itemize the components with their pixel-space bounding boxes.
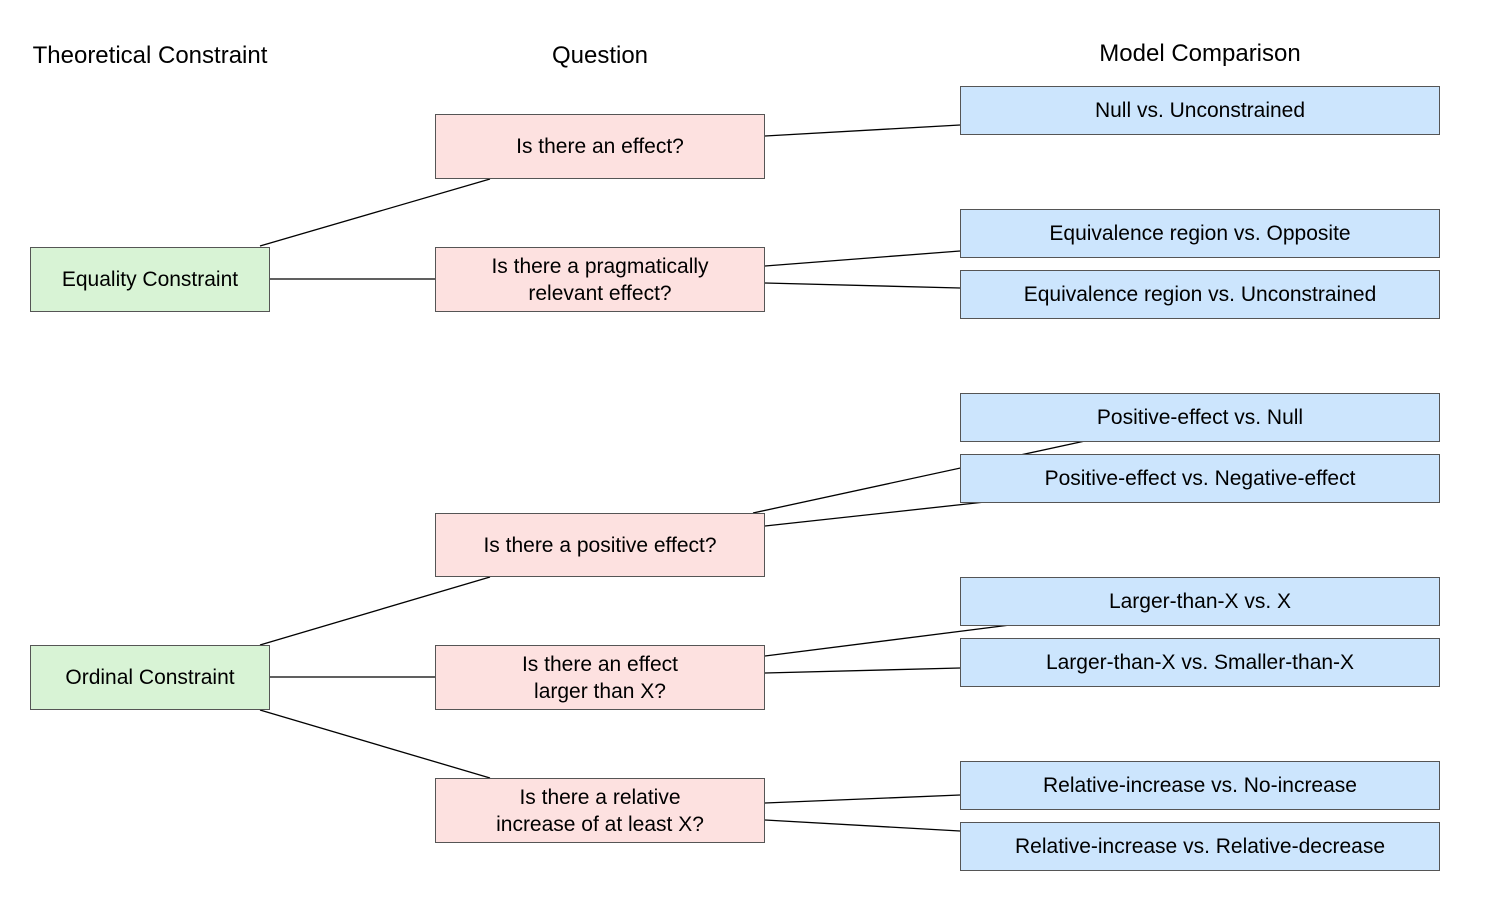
comparison-box-increase-vs-decrease: Relative-increase vs. Relative-decrease: [960, 822, 1440, 871]
comparison-box-null-vs-unconstrained: Null vs. Unconstrained: [960, 86, 1440, 135]
comparison-box-increase-vs-no-increase: Relative-increase vs. No-increase: [960, 761, 1440, 810]
constraint-box-equality: Equality Constraint: [30, 247, 270, 312]
constraint-box-ordinal: Ordinal Constraint: [30, 645, 270, 710]
edge-c2-q5: [259, 709, 491, 779]
header-question: Question: [551, 42, 649, 69]
edge-q2-m2: [764, 250, 961, 267]
edge-c2-q3: [259, 576, 491, 646]
edge-q4-m7: [764, 667, 961, 674]
question-box-positive-effect: Is there a positive effect?: [435, 513, 765, 577]
comparison-box-larger-vs-smaller: Larger-than-X vs. Smaller-than-X: [960, 638, 1440, 687]
header-model-comparison: Model Comparison: [1099, 40, 1301, 67]
question-box-pragmatic-effect: Is there a pragmatically relevant effect…: [435, 247, 765, 312]
edge-q2-m3: [764, 282, 961, 289]
edge-q3-m4: [752, 440, 1086, 514]
edge-q5-m9: [764, 819, 961, 832]
edge-q4-m6: [764, 624, 1011, 657]
comparison-box-larger-vs-x: Larger-than-X vs. X: [960, 577, 1440, 626]
comparison-box-positive-vs-negative: Positive-effect vs. Negative-effect: [960, 454, 1440, 503]
edge-q1-m1: [764, 124, 961, 137]
edge-q5-m8: [764, 794, 961, 804]
question-box-relative-increase: Is there a relative increase of at least…: [435, 778, 765, 843]
question-box-effect: Is there an effect?: [435, 114, 765, 179]
edge-c1-q1: [259, 178, 491, 247]
header-theoretical-constraint: Theoretical Constraint: [32, 42, 268, 69]
edge-q3-m5: [764, 501, 986, 527]
comparison-box-positive-vs-null: Positive-effect vs. Null: [960, 393, 1440, 442]
question-box-larger-than-x: Is there an effect larger than X?: [435, 645, 765, 710]
comparison-box-equivalence-vs-opposite: Equivalence region vs. Opposite: [960, 209, 1440, 258]
comparison-box-equivalence-vs-unconstrained: Equivalence region vs. Unconstrained: [960, 270, 1440, 319]
